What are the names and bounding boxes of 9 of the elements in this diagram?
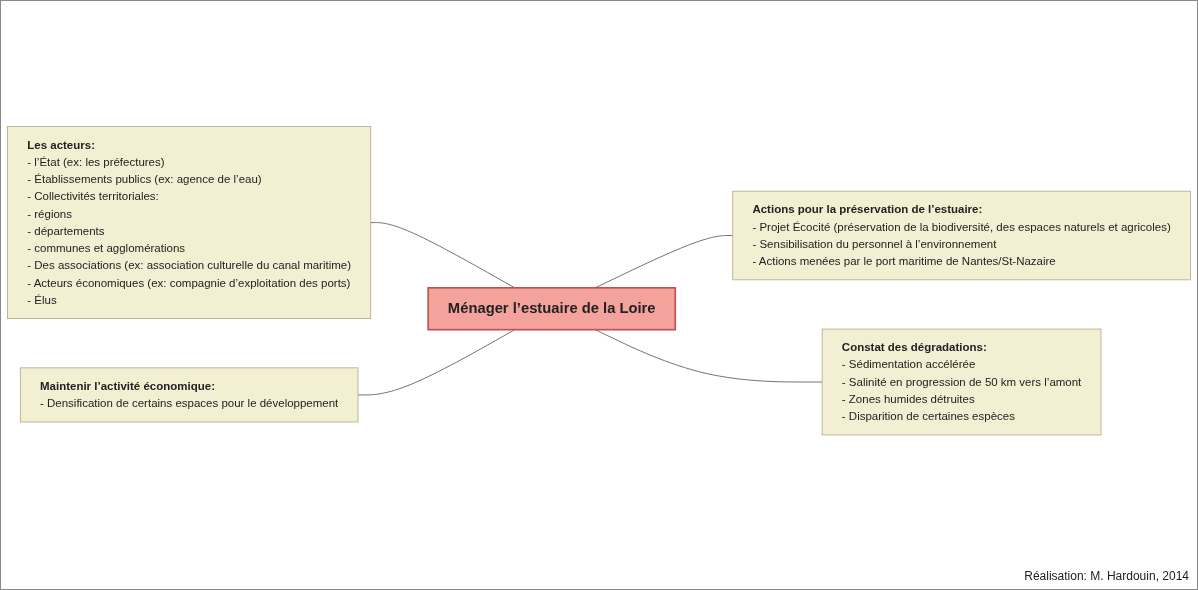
node-box: Les acteurs: - l’État (ex: les préfectures) - Établissements publics (ex: agence de l’eau) - Collectivités territoriales: - régions - départements - communes et agglomérations - Des associations (ex: association culturelle du canal maritime) - Acteurs économiques (ex: compagnie d’exploitation des ports) - Élus (7, 126, 372, 320)
node-box: Constat des dégradations: - Sédimentation accélérée - Salinité en progression de 50 km vers l’amont - Zones humides détruites - Disparition de certaines espèces (821, 328, 1102, 436)
connector (357, 329, 516, 396)
connector (594, 235, 734, 289)
node-box: Actions pour la préservation de l’estuaire: - Projet Écocité (préservation de la biodiversité, des espaces naturels et agricoles) - Sensibilisation du personnel à l’environnement - Actions menées par le port maritime de Nantes/St-Nazaire (732, 191, 1191, 281)
credit-note: Réalisation: M. Hardouin, 2014 (1024, 569, 1189, 583)
connector (370, 222, 516, 289)
node-box: Maintenir l’activité économique: - Densification de certains espaces pour le développement (19, 367, 359, 423)
node-box: Ménager l’estuaire de la Loire (427, 287, 677, 331)
